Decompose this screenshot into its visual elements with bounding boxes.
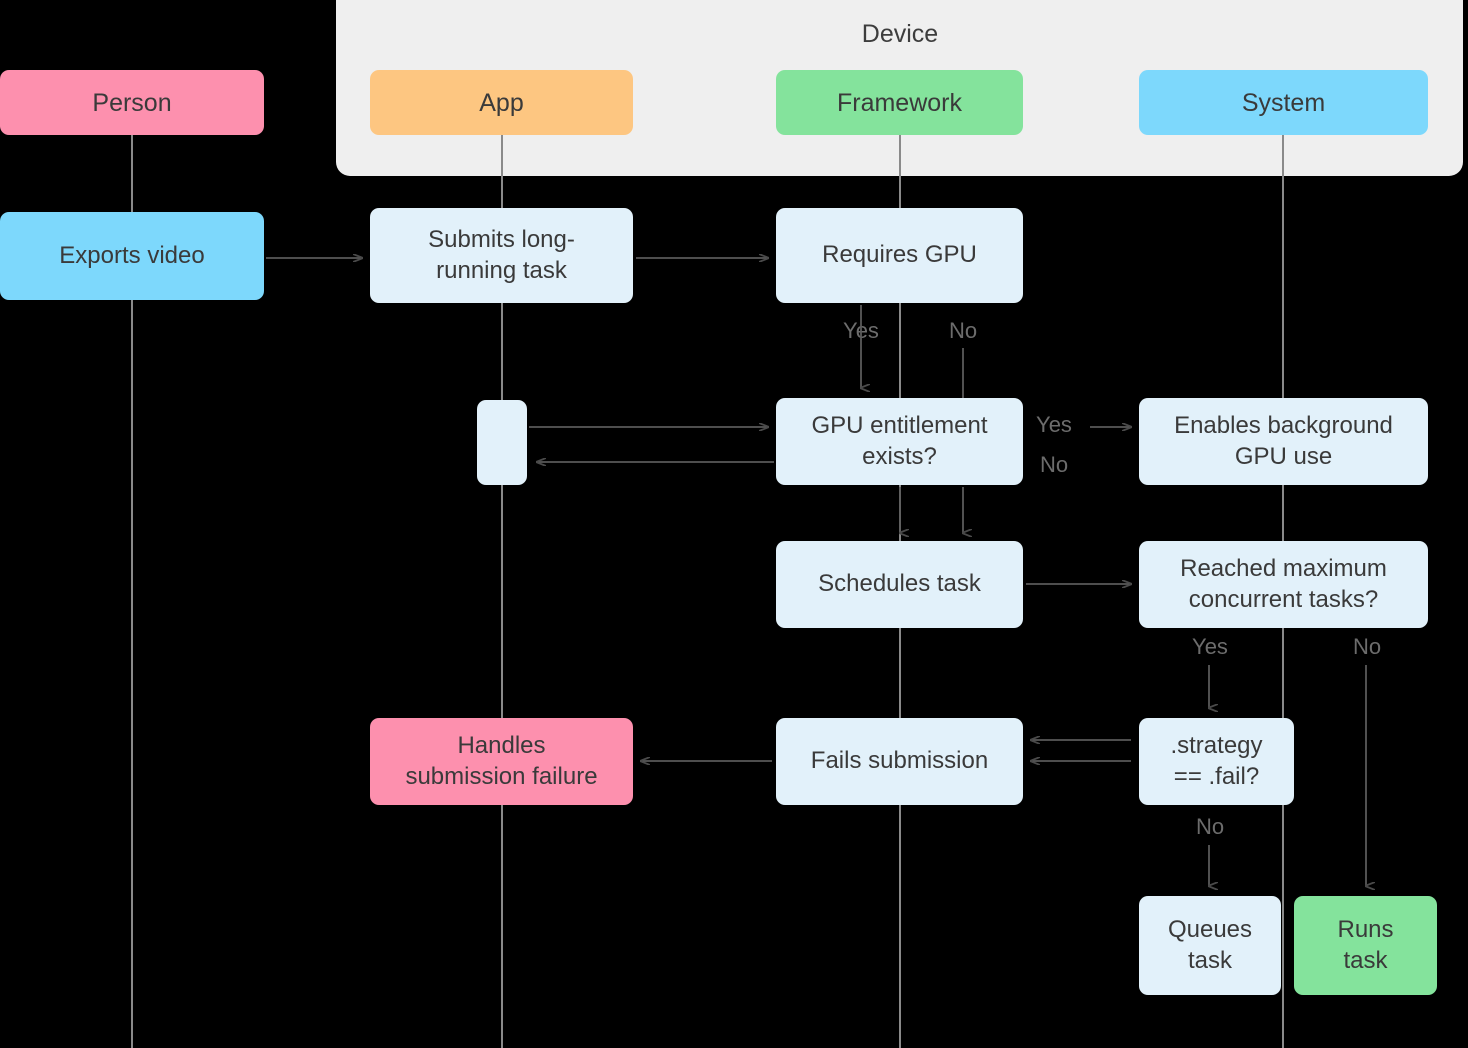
node-line-1: Submits long- [428, 225, 575, 253]
node-submits-long-running-task[interactable]: Submits long- running task [370, 208, 633, 303]
node-line-1: Runs [1337, 915, 1394, 943]
node-line-2: concurrent tasks? [1188, 585, 1379, 613]
node-line-1: Reached maximum [1180, 554, 1387, 582]
lane-header-framework[interactable]: Framework [776, 70, 1023, 135]
node-line-2: == .fail? [1173, 762, 1260, 790]
node-requires-gpu[interactable]: Requires GPU [776, 208, 1023, 303]
lane-header-app[interactable]: App [370, 70, 633, 135]
node-exports-video[interactable]: Exports video [0, 212, 264, 300]
node-reached-maximum-concurrent-tasks[interactable]: Reached maximum concurrent tasks? [1139, 541, 1428, 628]
node-line-1: Queues [1167, 915, 1253, 943]
lifeline-app [501, 134, 503, 1048]
node-line-2: task [1343, 946, 1388, 974]
lane-header-system[interactable]: System [1139, 70, 1428, 135]
edge-label-strategy-no: No [1195, 814, 1225, 839]
node-line-2: exists? [862, 442, 937, 470]
node-runs-task[interactable]: Runs task [1294, 896, 1437, 995]
node-handles-submission-failure[interactable]: Handles submission failure [370, 718, 633, 805]
node-schedules-task[interactable]: Schedules task [776, 541, 1023, 628]
lifeline-person [131, 134, 133, 1048]
node-fails-submission[interactable]: Fails submission [776, 718, 1023, 805]
edge-label-requires-gpu-no: No [948, 318, 978, 343]
node-line-1: Enables background [1174, 411, 1393, 439]
edge-label-reached-max-no: No [1352, 634, 1382, 659]
node-line-2: submission failure [405, 762, 598, 790]
node-queues-task[interactable]: Queues task [1139, 896, 1281, 995]
node-line-2: GPU use [1234, 442, 1333, 470]
node-line-1: .strategy [1170, 731, 1263, 759]
edge-label-reached-max-yes: Yes [1192, 634, 1228, 659]
node-line-2: running task [436, 256, 567, 284]
lane-header-person[interactable]: Person [0, 70, 264, 135]
activation-bar-app [477, 400, 527, 485]
edge-label-entitlement-no: No [1039, 452, 1069, 477]
node-line-2: task [1187, 946, 1232, 974]
device-group-title: Device [861, 20, 939, 48]
node-line-1: Handles [457, 731, 546, 759]
node-enables-background-gpu-use[interactable]: Enables background GPU use [1139, 398, 1428, 485]
node-line-1: GPU entitlement [811, 411, 988, 439]
edge-label-entitlement-yes: Yes [1036, 412, 1072, 437]
node-strategy-equals-fail[interactable]: .strategy == .fail? [1139, 718, 1294, 805]
node-gpu-entitlement-exists[interactable]: GPU entitlement exists? [776, 398, 1023, 485]
edge-label-requires-gpu-yes: Yes [843, 318, 879, 343]
